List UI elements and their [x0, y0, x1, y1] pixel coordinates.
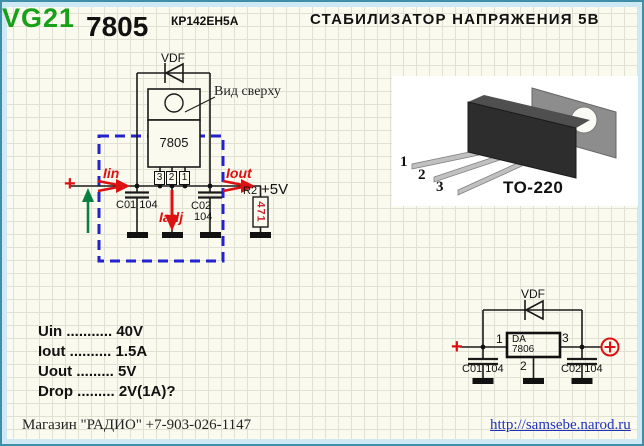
vout-label: +5V: [261, 181, 289, 198]
package-top-view: [147, 88, 216, 168]
r2-value: 471: [254, 201, 267, 223]
package-photo-panel: 1 2 3 TO-220: [392, 76, 638, 206]
iout-arrow-icon: [222, 179, 255, 193]
to220-pin1-label: 1: [400, 154, 408, 170]
iadj-label: Iadj: [159, 209, 184, 225]
c01-label: C01 104: [116, 199, 158, 211]
to220-name: TO-220: [503, 178, 564, 197]
c01-label: C01 104: [462, 363, 504, 375]
capacitor-c02-icon: [567, 357, 597, 366]
diode-label: VDF: [161, 51, 185, 65]
diode-icon: [524, 299, 544, 321]
ground-icons: [472, 378, 593, 384]
logo-text: VG21: [2, 3, 76, 33]
to220-pin3-label: 3: [436, 179, 444, 195]
junction-dots: [134, 183, 213, 189]
spec-drop: Drop ......... 2V(1A)?: [38, 383, 176, 400]
diode-label: VDF: [521, 287, 545, 301]
body-front-face: [467, 101, 577, 179]
junction-dots: [480, 344, 585, 350]
chip-name: КР142ЕН5А: [171, 14, 239, 28]
plus-input-label: +: [64, 173, 76, 195]
iadj-arrow-icon: [165, 190, 179, 231]
part-number: 7805: [86, 11, 149, 42]
iin-arrow-icon: [97, 179, 130, 193]
capacitor-c01-icon: [125, 191, 149, 199]
body-top-face: [468, 95, 590, 128]
plus-input-label: +: [451, 336, 463, 358]
regulator-part: 7806: [512, 344, 535, 355]
resistor-r2-icon: [252, 196, 269, 228]
c02-label: C02: [191, 200, 212, 212]
website-link[interactable]: http://samsebe.narod.ru: [490, 417, 631, 433]
shop-contact: Магазин "РАДИО" +7-903-026-1147: [22, 417, 252, 433]
spec-uin: Uin ........... 40V: [38, 323, 144, 340]
package-legs: [411, 149, 523, 196]
regulator-ref: DA: [512, 334, 526, 345]
to220-drawing: [411, 87, 617, 196]
input-arrow-icon: [82, 188, 94, 233]
spec-list: Uin ........... 40V Iout .......... 1.5A…: [38, 322, 176, 402]
iout-label: Iout: [226, 165, 252, 181]
ic-label: 7805: [159, 135, 189, 150]
top-view-note: Вид сверху: [214, 84, 281, 99]
pin3-label: 3: [562, 331, 569, 345]
output-schematic-drawing: [460, 299, 620, 384]
c02-value: 104: [194, 211, 213, 223]
r2-label: R2: [243, 185, 258, 197]
diode-icon: [164, 62, 184, 84]
regulator-box: [505, 331, 562, 359]
pin2-label: 2: [520, 359, 527, 373]
callout-line: [184, 96, 216, 113]
iin-label: Iin: [103, 165, 120, 181]
main-schematic-drawing: [70, 62, 271, 263]
capacitor-c02-icon: [198, 191, 222, 199]
pin1-badge: 1: [179, 171, 190, 185]
c02-label: C02 104: [561, 363, 603, 375]
spec-uout: Uout ......... 5V: [38, 363, 137, 380]
pin2-badge: 2: [166, 171, 177, 185]
pin1-label: 1: [496, 332, 503, 346]
capacitor-c01-icon: [468, 357, 498, 366]
plus-output-terminal-icon: [600, 337, 620, 357]
page-title: СТАБИЛИЗАТОР НАПРЯЖЕНИЯ 5В: [310, 11, 600, 28]
spec-iout: Iout .......... 1.5A: [38, 343, 148, 360]
to220-pin2-label: 2: [418, 167, 426, 183]
mounting-hole-icon: [164, 93, 184, 113]
dashed-boundary-box: [97, 134, 225, 263]
pin3-badge: 3: [154, 171, 165, 185]
ground-icons: [127, 232, 271, 238]
